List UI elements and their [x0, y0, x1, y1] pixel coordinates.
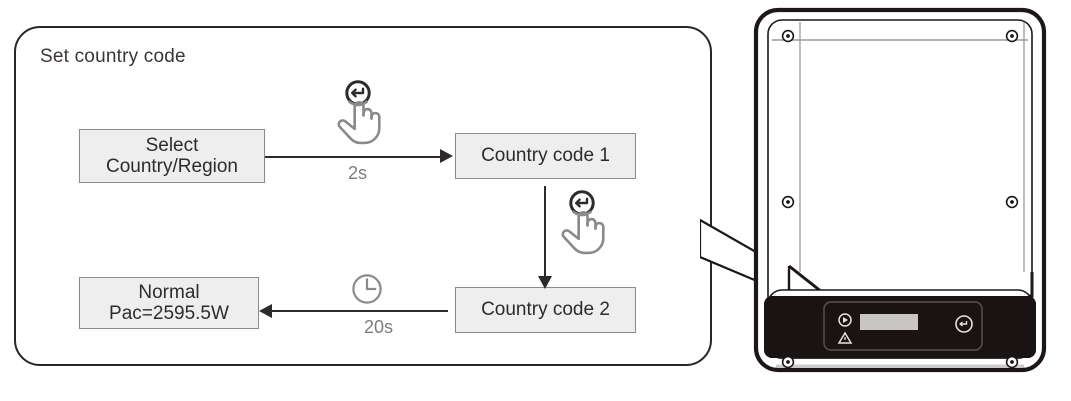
- duration-label-press-2s: 2s: [348, 163, 368, 183]
- connector-line-select-to-code1: [265, 155, 445, 158]
- flow-node-country-code-2[interactable]: Country code 2: [455, 287, 636, 333]
- screw-icon: [1005, 355, 1019, 369]
- arrowhead-left-icon: [259, 303, 272, 318]
- flow-node-label-line1: Normal: [138, 281, 200, 303]
- screw-icon: [1005, 29, 1019, 43]
- flow-node-label-line1: Country code 1: [481, 145, 610, 167]
- inverter-device-illustration: [753, 7, 1047, 373]
- enter-button-icon[interactable]: [955, 315, 973, 333]
- hand-press-enter-icon: [561, 190, 605, 255]
- flow-node-label-line1: Select: [145, 134, 199, 156]
- screw-icon: [781, 355, 795, 369]
- connector-line-code2-to-normal: [268, 309, 448, 312]
- screw-icon: [781, 29, 795, 43]
- connector-line-code1-to-code2: [544, 186, 546, 278]
- arrowhead-right-icon: [440, 149, 453, 163]
- lcd-display: [860, 314, 918, 330]
- flow-node-normal-status[interactable]: Normal Pac=2595.5W: [79, 277, 259, 329]
- flow-node-label-line2: Country/Region: [105, 156, 239, 177]
- screw-icon: [1005, 195, 1019, 209]
- screw-icon: [781, 195, 795, 209]
- fault-warning-led-icon: [837, 331, 853, 344]
- flow-node-label-line1: Country code 2: [481, 299, 610, 321]
- hand-press-enter-icon: [337, 80, 381, 145]
- power-run-led-icon: [838, 313, 852, 327]
- arrowhead-down-icon: [538, 276, 552, 289]
- flow-node-select-country-region[interactable]: Select Country/Region: [79, 129, 265, 183]
- flow-node-label-line2: Pac=2595.5W: [109, 303, 229, 324]
- flow-node-country-code-1[interactable]: Country code 1: [455, 133, 636, 179]
- clock-icon: [352, 274, 382, 304]
- page-title: Set country code: [40, 46, 186, 67]
- duration-label-wait-20s: 20s: [364, 317, 394, 337]
- control-panel-outline: [823, 301, 983, 351]
